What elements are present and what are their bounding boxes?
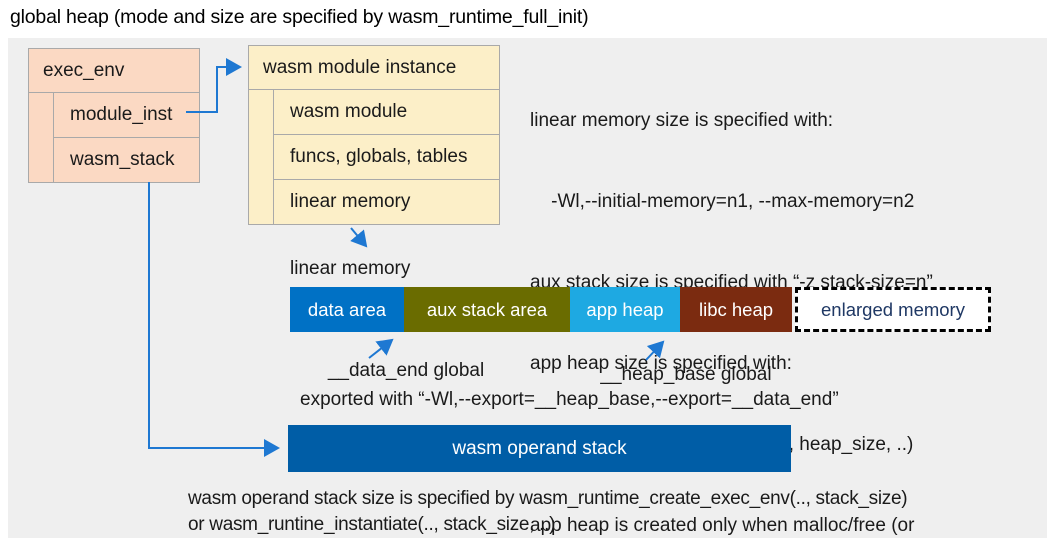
page-title: global heap (mode and size are specified…	[10, 6, 589, 28]
note-line: app heap size is specified with:	[530, 353, 792, 374]
exec-env-rows: module_inst wasm_stack	[29, 93, 199, 182]
exec-env-row-module-inst: module_inst	[53, 93, 199, 137]
note-line: linear memory size is specified with:	[530, 110, 834, 131]
segment-enlarged-memory: enlarged memory	[795, 287, 991, 332]
segment-libc-heap: libc heap	[680, 287, 792, 332]
module-instance-row-funcs-globals-tables: funcs, globals, tables	[273, 134, 499, 179]
module-instance-title: wasm module instance	[249, 46, 499, 90]
note-line: app heap is created only when malloc/fre…	[530, 515, 915, 536]
note-line: or wasm_runtine_instantiate(.., stack_si…	[188, 514, 556, 535]
exec-env-row-wasm-stack: wasm_stack	[53, 137, 199, 182]
note-line: wasm operand stack size is specified by …	[188, 488, 908, 509]
data-end-global-label: __data_end global	[327, 360, 485, 381]
wasm-operand-stack-bar: wasm operand stack	[288, 425, 791, 472]
module-instance-row-linear-memory: linear memory	[273, 179, 499, 224]
exec-env-title: exec_env	[29, 49, 199, 93]
operand-stack-notes: wasm operand stack size is specified by …	[188, 486, 908, 538]
exec-env-box: exec_env module_inst wasm_stack	[28, 48, 200, 183]
note-line: -Wl,--initial-memory=n1, --max-memory=n2	[530, 191, 915, 212]
export-flags-label: exported with “-Wl,--export=__heap_base,…	[300, 389, 839, 410]
linear-memory-label: linear memory	[290, 258, 411, 279]
segment-data-area: data area	[290, 287, 404, 332]
segment-aux-stack-area: aux stack area	[404, 287, 570, 332]
module-instance-box: wasm module instance wasm module funcs, …	[248, 45, 500, 225]
module-instance-row-wasm-module: wasm module	[273, 90, 499, 134]
heap-base-global-label: __heap_base global	[600, 364, 772, 385]
segment-app-heap: app heap	[570, 287, 680, 332]
linear-memory-bar: data area aux stack area app heap libc h…	[290, 287, 991, 332]
module-instance-rows: wasm module funcs, globals, tables linea…	[249, 90, 499, 224]
